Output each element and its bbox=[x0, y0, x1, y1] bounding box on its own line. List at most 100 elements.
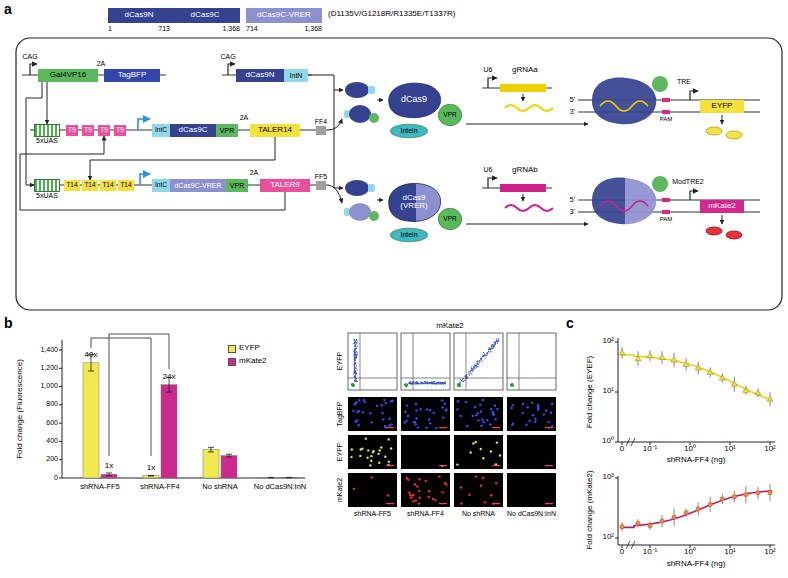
event-dot bbox=[415, 383, 416, 384]
event-dot bbox=[417, 383, 418, 384]
event-dot bbox=[461, 380, 462, 381]
micrograph bbox=[507, 435, 556, 469]
cell bbox=[380, 446, 382, 448]
event-dot bbox=[481, 361, 482, 362]
split-intein bbox=[368, 86, 375, 94]
promoter-label: ModTRE2 bbox=[672, 178, 704, 186]
cell bbox=[550, 412, 552, 414]
tick-label: 0 bbox=[620, 548, 624, 557]
event-dot bbox=[458, 384, 459, 385]
event-dot bbox=[471, 370, 472, 371]
micrograph bbox=[454, 397, 503, 431]
cell bbox=[522, 403, 524, 405]
tick-label: 10² bbox=[764, 445, 776, 454]
cell bbox=[415, 409, 417, 411]
protein-complex: dCas9(VRER) bbox=[384, 180, 444, 224]
micrograph bbox=[401, 397, 450, 431]
data-point bbox=[768, 490, 772, 494]
event-dot bbox=[354, 351, 355, 352]
event-dot bbox=[355, 350, 356, 351]
event-dot bbox=[417, 381, 418, 382]
event-dot bbox=[481, 358, 482, 359]
cell bbox=[511, 423, 513, 425]
tick-label: 0 bbox=[54, 474, 58, 482]
cell bbox=[410, 496, 412, 498]
event-dot bbox=[470, 373, 471, 374]
event-dot bbox=[459, 385, 460, 386]
event-dot bbox=[356, 371, 357, 372]
data-point bbox=[731, 381, 737, 386]
event-dot bbox=[405, 385, 406, 386]
assembly-arrow bbox=[377, 100, 383, 101]
gate-line bbox=[360, 333, 361, 390]
event-dot bbox=[355, 355, 356, 356]
event-dot bbox=[494, 344, 495, 345]
event-dot bbox=[356, 339, 357, 340]
residue-number: 713 bbox=[158, 25, 170, 33]
event-dot bbox=[487, 352, 488, 353]
event-dot bbox=[497, 343, 498, 344]
node-label: VPR bbox=[230, 182, 244, 189]
event-dot bbox=[351, 384, 352, 385]
event-dot bbox=[445, 381, 446, 382]
event-dot bbox=[512, 383, 513, 384]
cell bbox=[492, 412, 494, 414]
event-dot bbox=[353, 384, 354, 385]
cell bbox=[482, 421, 484, 423]
residue-number: 1,368 bbox=[304, 25, 322, 33]
event-dot bbox=[355, 373, 356, 374]
cell bbox=[551, 403, 553, 405]
event-dot bbox=[497, 341, 498, 342]
event-dot bbox=[356, 373, 357, 374]
event-dot bbox=[352, 385, 353, 386]
event-dot bbox=[498, 339, 499, 340]
cell bbox=[425, 426, 427, 428]
event-dot bbox=[355, 348, 356, 349]
event-dot bbox=[477, 361, 478, 362]
event-dot bbox=[495, 343, 496, 344]
event-dot bbox=[355, 347, 356, 348]
comparison-bracket bbox=[109, 334, 169, 456]
event-dot bbox=[353, 351, 354, 352]
fold-label: 1x bbox=[147, 464, 155, 473]
gene-part: VPR bbox=[216, 124, 238, 137]
event-dot bbox=[405, 384, 406, 385]
cell bbox=[479, 404, 481, 406]
cell bbox=[354, 403, 356, 405]
event-dot bbox=[512, 384, 513, 385]
micrograph bbox=[348, 473, 397, 507]
event-dot bbox=[476, 366, 477, 367]
event-dot bbox=[477, 366, 478, 367]
promoter-arrow bbox=[690, 91, 698, 100]
protein-domain: dCas9N bbox=[108, 8, 170, 23]
event-dot bbox=[490, 348, 491, 349]
linker-label: 2A bbox=[250, 169, 259, 177]
event-dot bbox=[355, 367, 356, 368]
event-dot bbox=[488, 349, 489, 350]
event-dot bbox=[354, 342, 355, 343]
event-dot bbox=[353, 358, 354, 359]
event-dot bbox=[354, 371, 355, 372]
event-dot bbox=[511, 384, 512, 385]
event-dot bbox=[421, 382, 422, 383]
pam-label: PAM bbox=[660, 216, 673, 223]
node-label: IntC bbox=[155, 182, 167, 189]
event-dot bbox=[429, 382, 430, 383]
cell bbox=[510, 407, 512, 409]
cell bbox=[472, 415, 474, 417]
event-dot bbox=[355, 356, 356, 357]
gate-line bbox=[401, 378, 450, 379]
event-dot bbox=[512, 384, 513, 385]
reporter-gene: EYFP bbox=[700, 100, 744, 113]
node-label: Intein bbox=[400, 127, 417, 134]
event-dot bbox=[474, 366, 475, 367]
cell bbox=[494, 404, 496, 406]
event-dot bbox=[434, 383, 435, 384]
event-dot bbox=[354, 368, 355, 369]
event-dot bbox=[475, 365, 476, 366]
event-dot bbox=[355, 371, 356, 372]
event-dot bbox=[484, 355, 485, 356]
event-dot bbox=[354, 365, 355, 366]
expression-line bbox=[308, 75, 334, 188]
grna-strand bbox=[505, 105, 553, 111]
